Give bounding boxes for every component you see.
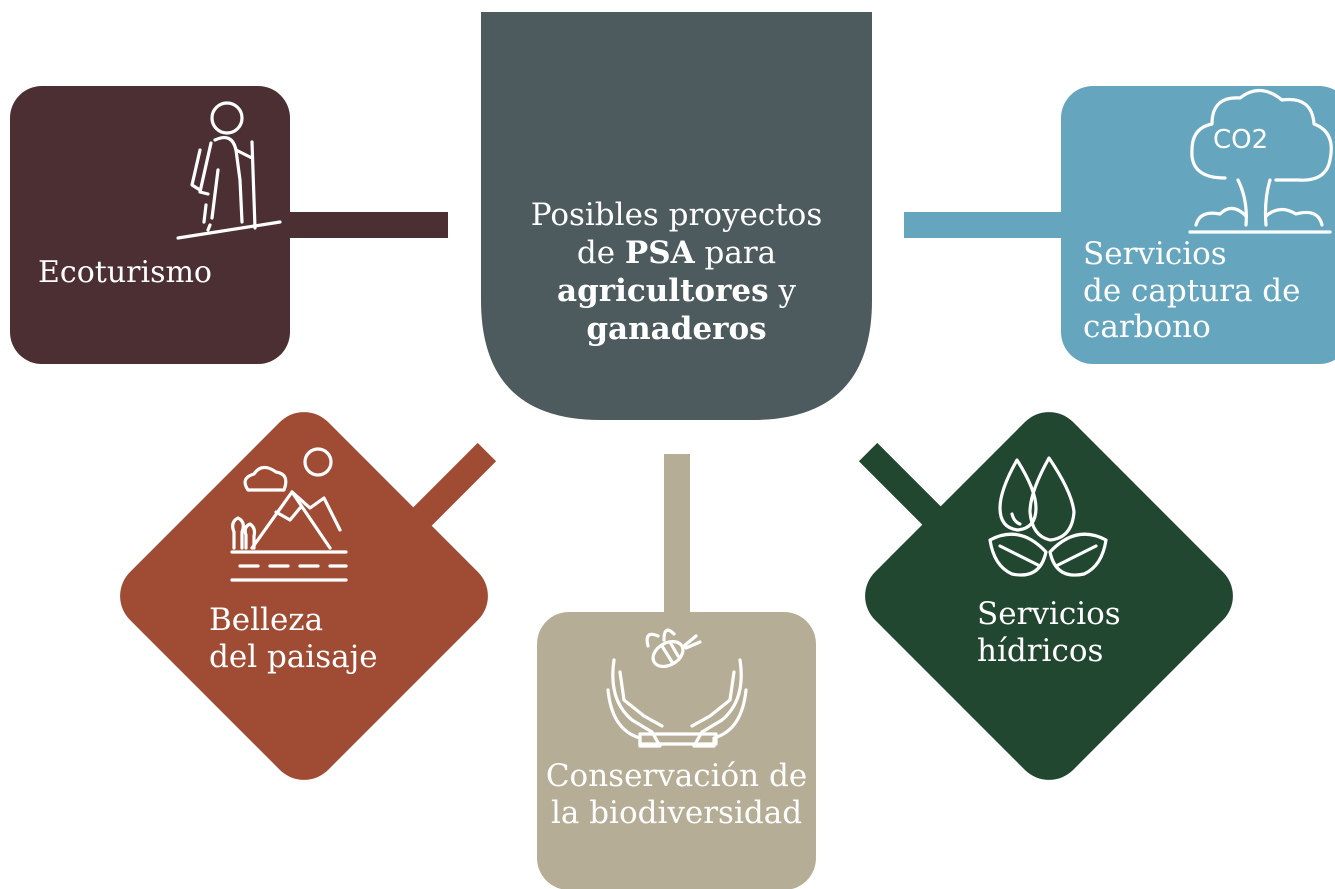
co2-text: CO2	[1213, 125, 1268, 155]
center-psa: PSA	[624, 235, 695, 272]
center-line-3-post: y	[768, 273, 796, 310]
hidricos-line-1: Servicios	[977, 596, 1121, 632]
center-line-2-pre: de	[576, 235, 625, 272]
hiker-icon	[176, 101, 282, 240]
paisaje-line-2: del paisaje	[209, 638, 378, 675]
center-line-4: ganaderos	[481, 310, 872, 348]
center-panel	[481, 12, 872, 420]
center-line-2-post: para	[694, 235, 777, 272]
center-title: Posibles proyectos de PSA para agriculto…	[481, 196, 872, 349]
ecoturismo-label: Ecoturismo	[38, 255, 212, 290]
paisaje-label: Belleza del paisaje	[209, 602, 378, 675]
biodiversidad-card	[537, 454, 816, 889]
paisaje-card	[120, 412, 497, 780]
co2-tree-icon: CO2	[1188, 88, 1333, 234]
hidricos-line-2: hídricos	[977, 632, 1104, 669]
carbono-line-1: Servicios	[1083, 236, 1227, 272]
carbono-line-2: de captura de	[1083, 272, 1301, 309]
paisaje-line-1: Belleza	[209, 602, 324, 638]
center-line-1: Posibles proyectos	[530, 197, 823, 233]
hidricos-card	[858, 412, 1233, 780]
carbono-line-3: carbono	[1083, 309, 1211, 346]
hidricos-label: Servicios hídricos	[977, 596, 1121, 669]
center-line-3: agricultores y	[481, 272, 872, 310]
biodiversidad-label: Conservación de la biodiversidad	[537, 758, 816, 831]
center-ganaderos: ganaderos	[586, 311, 767, 348]
carbono-card	[904, 86, 1335, 364]
water-drops-leaves-icon	[988, 456, 1108, 577]
ecoturismo-card	[10, 86, 448, 364]
biodiversidad-line-2: la biodiversidad	[550, 794, 803, 831]
carbono-label: Servicios de captura de carbono	[1083, 236, 1301, 346]
center-line-2: de PSA para	[481, 234, 872, 272]
bee-hands-icon	[606, 628, 748, 748]
mountain-landscape-icon	[230, 447, 348, 582]
biodiversidad-line-1: Conservación de	[545, 758, 808, 794]
ecoturismo-line-1: Ecoturismo	[38, 255, 212, 290]
center-agricultores: agricultores	[557, 273, 769, 310]
